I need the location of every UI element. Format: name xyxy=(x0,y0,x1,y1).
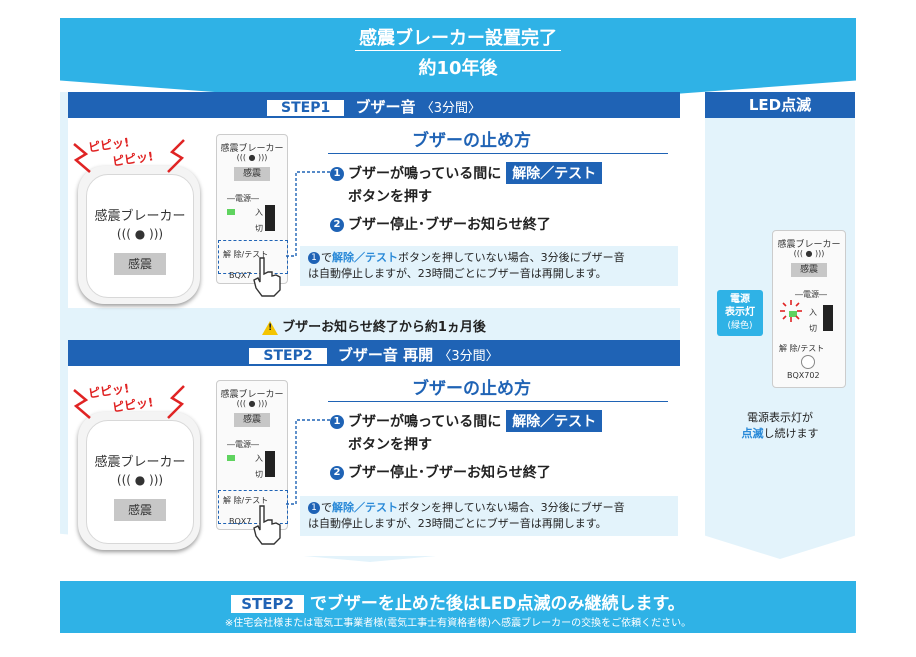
device-name: 感震ブレーカー xyxy=(94,455,186,470)
connector-line xyxy=(286,171,330,257)
warning-icon: ! xyxy=(262,320,279,335)
sound-symbol: ((( ● ))) xyxy=(236,153,268,162)
power-label: ―電源― xyxy=(795,290,827,299)
divider xyxy=(328,401,668,402)
power-switch[interactable] xyxy=(823,305,833,331)
device-name: 感震ブレーカー xyxy=(94,209,186,224)
release-test-label: 解 除/テスト xyxy=(223,250,269,259)
off-label: 切 xyxy=(809,324,817,333)
release-test-label: 解 除/テスト xyxy=(223,496,269,505)
alert-zigzag-icon xyxy=(73,143,91,173)
header-title: 感震ブレーカー設置完了 xyxy=(0,24,916,51)
off-label: 切 xyxy=(255,470,263,479)
connector-line xyxy=(286,419,330,505)
device-label: 感震 xyxy=(114,499,166,521)
step2-header: STEP2 ブザー音 再開 〈3分間〉 xyxy=(68,340,680,366)
release-test-highlight xyxy=(218,240,288,274)
power-switch[interactable] xyxy=(265,451,275,477)
on-label: 入 xyxy=(809,308,817,317)
release-test-button-label: 解除／テスト xyxy=(506,162,603,184)
device-label: 感震 xyxy=(234,413,270,427)
step1-title: ブザー音 xyxy=(355,98,416,116)
breaker-device-small: 感震ブレーカー ((( ● ))) 感震 ―電源― 入 切 解 除/テスト BQ… xyxy=(216,380,288,530)
step-number-2: 2 xyxy=(330,218,344,232)
step-number-1: 1 xyxy=(330,167,344,181)
sound-symbol: ((( ● ))) xyxy=(116,227,164,241)
device-name: 感震ブレーカー xyxy=(220,144,284,154)
model-number: BQX702 xyxy=(787,371,820,380)
power-label: ―電源― xyxy=(227,194,259,203)
step2-tag: STEP2 xyxy=(249,348,327,364)
blink-burst-icon xyxy=(780,300,802,322)
power-led xyxy=(227,455,235,461)
step1-tag: STEP1 xyxy=(267,100,345,116)
pointing-hand-icon xyxy=(253,505,281,545)
step2-instruction-1b: ボタンを押す xyxy=(348,437,432,453)
breaker-device-led: 感震ブレーカー ((( ● ))) 感震 ―電源― 入 切 解 除/テスト BQ… xyxy=(772,230,846,388)
pointing-hand-icon xyxy=(253,257,281,297)
device-name: 感震ブレーカー xyxy=(777,240,841,250)
power-led-blinking xyxy=(789,311,797,317)
step2-howto-title: ブザーの止め方 xyxy=(412,379,531,399)
release-test-button-label: 解除／テスト xyxy=(506,410,603,432)
breaker-device-large: 感震ブレーカー ((( ● ))) 感震 xyxy=(78,412,200,550)
step1-duration: 〈3分間〉 xyxy=(420,101,481,116)
led-description: 電源表示灯が 点滅し続けます xyxy=(741,411,819,440)
device-name: 感震ブレーカー xyxy=(220,390,284,400)
device-label: 感震 xyxy=(791,263,827,277)
release-test-highlight xyxy=(218,490,288,524)
step-number-2: 2 xyxy=(330,466,344,480)
power-switch[interactable] xyxy=(265,205,275,231)
step1-instruction-1b: ボタンを押す xyxy=(348,189,432,205)
footer-note: ※住宅会社様または電気工事業者様(電気工事士有資格者様)へ感震ブレーカーの交換を… xyxy=(224,618,692,629)
step1-header: STEP1 ブザー音 〈3分間〉 xyxy=(68,92,680,118)
divider xyxy=(328,153,668,154)
bottom-banner xyxy=(60,581,856,633)
sound-symbol: ((( ● ))) xyxy=(116,473,164,487)
alert-zigzag-icon xyxy=(73,389,91,419)
off-label: 切 xyxy=(255,224,263,233)
step2-duration: 〈3分間〉 xyxy=(438,349,499,364)
warning-text: !ブザーお知らせ終了から約1ヵ月後 xyxy=(68,316,680,335)
alert-zigzag-icon xyxy=(167,139,185,173)
step2-title: ブザー音 再開 xyxy=(337,346,434,364)
power-led xyxy=(227,209,235,215)
alert-zigzag-icon xyxy=(167,385,185,419)
power-label: ―電源― xyxy=(227,440,259,449)
on-label: 入 xyxy=(255,454,263,463)
step1-howto-title: ブザーの止め方 xyxy=(412,131,531,151)
footer-step-tag: STEP2 xyxy=(231,595,304,613)
power-indicator-label: 電源表示灯(緑色) xyxy=(717,290,763,336)
led-panel-header: LED点滅 xyxy=(705,92,855,118)
breaker-device-large: 感震ブレーカー ((( ● ))) 感震 xyxy=(78,166,200,304)
sound-symbol: ((( ● ))) xyxy=(793,249,825,258)
device-label: 感震 xyxy=(234,167,270,181)
header-subtitle: 約10年後 xyxy=(418,58,498,79)
on-label: 入 xyxy=(255,208,263,217)
sound-symbol: ((( ● ))) xyxy=(236,399,268,408)
step-number-1: 1 xyxy=(330,415,344,429)
release-test-button[interactable] xyxy=(801,355,815,369)
release-test-label: 解 除/テスト xyxy=(779,344,825,353)
model-number: BQX7 xyxy=(229,517,252,526)
model-number: BQX7 xyxy=(229,271,252,280)
breaker-device-small: 感震ブレーカー ((( ● ))) 感震 ―電源― 入 切 解 除/テスト BQ… xyxy=(216,134,288,284)
device-label: 感震 xyxy=(114,253,166,275)
